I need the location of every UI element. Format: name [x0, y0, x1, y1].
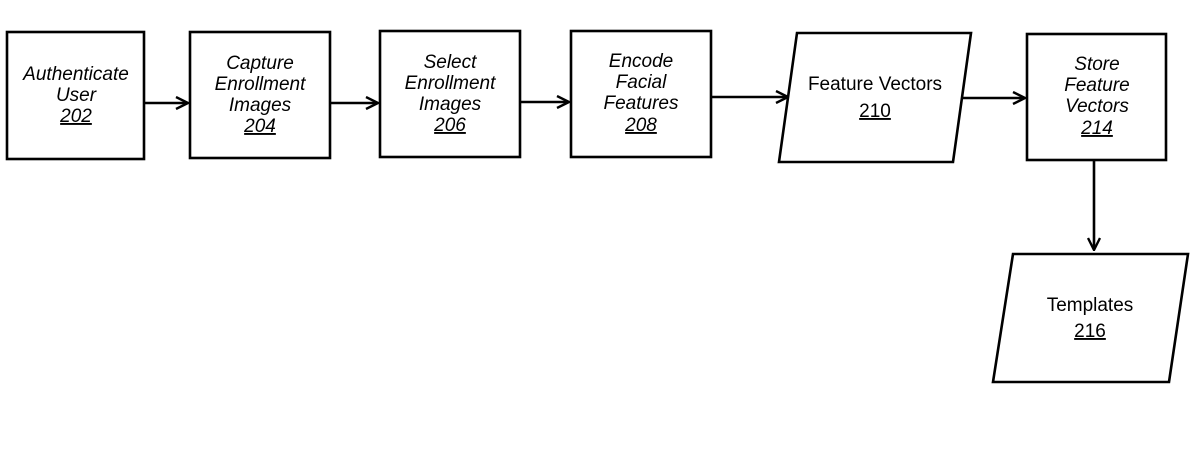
step-authenticate-user: Authenticate User 202	[5, 30, 146, 161]
process-box	[378, 29, 522, 159]
step-label-line: Feature	[1064, 75, 1129, 96]
step-label-line: Facial	[616, 72, 667, 93]
step-label-line: Store	[1074, 54, 1119, 75]
data-label: Feature Vectors	[808, 74, 942, 95]
step-reference-number: 202	[59, 106, 92, 127]
step-store-feature-vectors: Store Feature Vectors 214	[1025, 32, 1168, 162]
step-label-line: Images	[419, 94, 482, 115]
process-box	[188, 30, 332, 160]
data-parallelogram	[991, 252, 1190, 384]
step-reference-number: 208	[624, 115, 657, 136]
step-label-line: Features	[604, 93, 679, 114]
step-reference-number: 214	[1080, 118, 1113, 139]
data-reference-number: 210	[859, 101, 891, 122]
process-box	[1025, 32, 1168, 162]
data-label: Templates	[1047, 295, 1134, 316]
process-box	[569, 29, 713, 159]
data-feature-vectors: Feature Vectors 210	[777, 31, 973, 164]
process-box	[5, 30, 146, 161]
step-select-enrollment-images: Select Enrollment Images 206	[378, 29, 522, 159]
step-label-line: Enrollment	[405, 73, 497, 94]
step-label-line: Select	[424, 52, 478, 73]
step-label-line: Encode	[609, 51, 673, 72]
step-encode-facial-features: Encode Facial Features 208	[569, 29, 713, 159]
step-label-line: User	[56, 85, 97, 106]
step-reference-number: 206	[433, 115, 466, 136]
step-label-line: Enrollment	[215, 74, 307, 95]
step-label-line: Capture	[226, 53, 294, 74]
step-label-line: Images	[229, 95, 292, 116]
data-templates: Templates 216	[991, 252, 1190, 384]
step-label-line: Vectors	[1065, 96, 1129, 117]
data-reference-number: 216	[1074, 321, 1106, 342]
data-parallelogram	[777, 31, 973, 164]
step-label-line: Authenticate	[22, 64, 129, 85]
step-reference-number: 204	[243, 116, 276, 137]
step-capture-enrollment-images: Capture Enrollment Images 204	[188, 30, 332, 160]
